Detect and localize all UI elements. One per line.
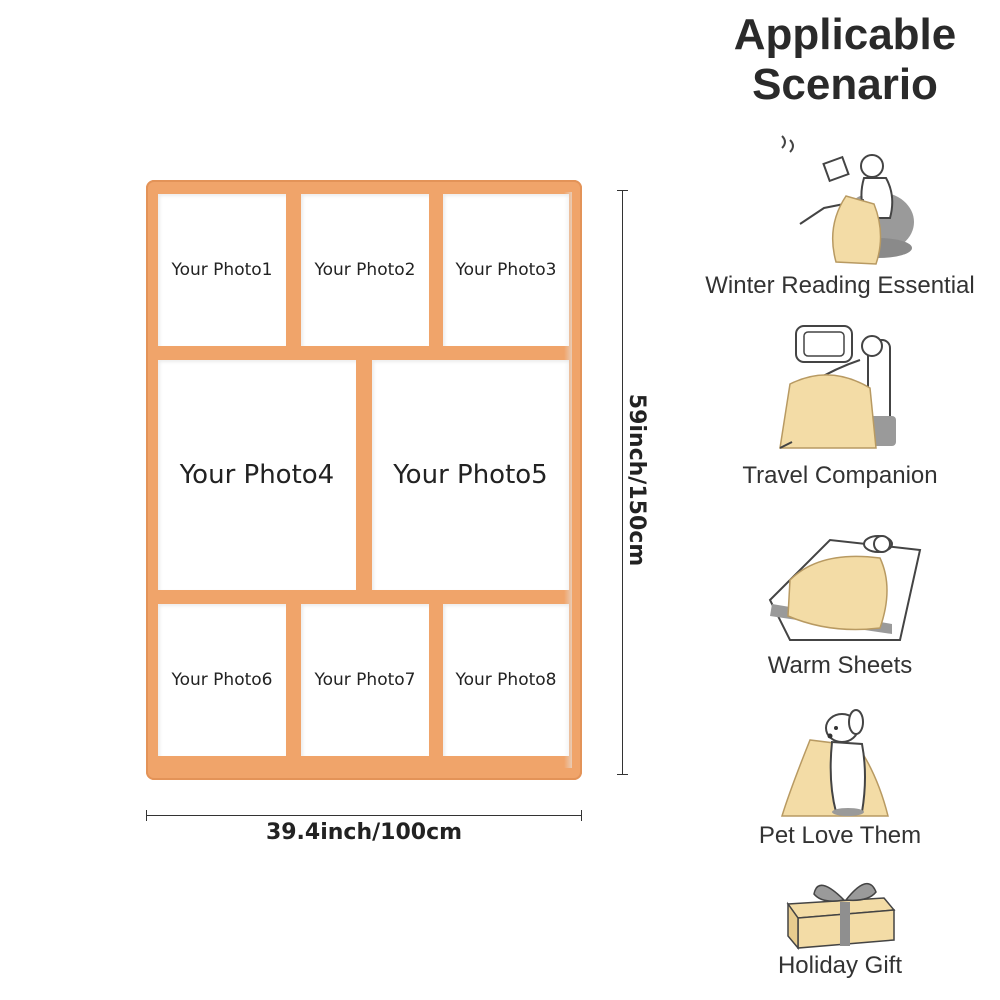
height-dimension-cap-top <box>617 190 628 191</box>
photo-slot-7: Your Photo7 <box>301 604 429 756</box>
scenario-label: Pet Love Them <box>758 822 922 849</box>
heading-line-1: Applicable <box>733 10 957 59</box>
bed-sleeping-icon <box>768 535 922 641</box>
width-dimension-cap-left <box>146 810 147 821</box>
height-dimension-line <box>622 190 623 775</box>
photo-slot-5: Your Photo5 <box>372 360 569 590</box>
panel-heading: Applicable Scenario <box>690 10 1000 110</box>
photo-slot-6: Your Photo6 <box>158 604 286 756</box>
photo-slot-3: Your Photo3 <box>443 194 569 346</box>
photo-slot-label: Your Photo5 <box>393 460 548 490</box>
reading-person-icon <box>781 135 914 265</box>
photo-slot-1: Your Photo1 <box>158 194 286 346</box>
blanket-edge-shade <box>564 192 572 768</box>
photo-slot-8: Your Photo8 <box>443 604 569 756</box>
height-dimension-label: 59inch/150cm <box>624 393 649 567</box>
heading-line-2: Scenario <box>752 60 938 109</box>
photo-slot-label: Your Photo6 <box>171 670 273 690</box>
photo-slot-label: Your Photo8 <box>455 670 557 690</box>
width-dimension-cap-right <box>581 810 582 821</box>
width-dimension-line <box>146 815 582 816</box>
photo-slot-2: Your Photo2 <box>301 194 429 346</box>
width-dimension-label: 39.4inch/100cm <box>265 820 463 845</box>
photo-slot-label: Your Photo3 <box>455 260 557 280</box>
photo-slot-label: Your Photo2 <box>314 260 416 280</box>
travel-seat-icon <box>779 325 896 449</box>
height-dimension-cap-bottom <box>617 774 628 775</box>
photo-slot-label: Your Photo4 <box>179 460 335 490</box>
scenario-holiday-gift: Holiday Gift <box>690 872 990 980</box>
scenario-winter-reading: Winter Reading Essential <box>690 130 990 300</box>
photo-slot-label: Your Photo7 <box>314 670 416 690</box>
scenario-label: Winter Reading Essential <box>705 272 975 299</box>
scenario-label: Travel Companion <box>742 462 938 489</box>
photo-slot-label: Your Photo1 <box>171 260 273 280</box>
dog-blanket-icon <box>780 709 889 817</box>
scenario-pet-love: Pet Love Them <box>690 700 990 850</box>
gift-box-icon <box>786 883 896 950</box>
photo-slot-4: Your Photo4 <box>158 360 356 590</box>
scenario-label: Warm Sheets <box>767 652 913 679</box>
scenario-warm-sheets: Warm Sheets <box>690 520 990 680</box>
scenario-label: Holiday Gift <box>777 952 903 979</box>
scenario-travel-companion: Travel Companion <box>690 320 990 490</box>
photo-blanket: Your Photo1 Your Photo2 Your Photo3 Your… <box>146 180 582 780</box>
